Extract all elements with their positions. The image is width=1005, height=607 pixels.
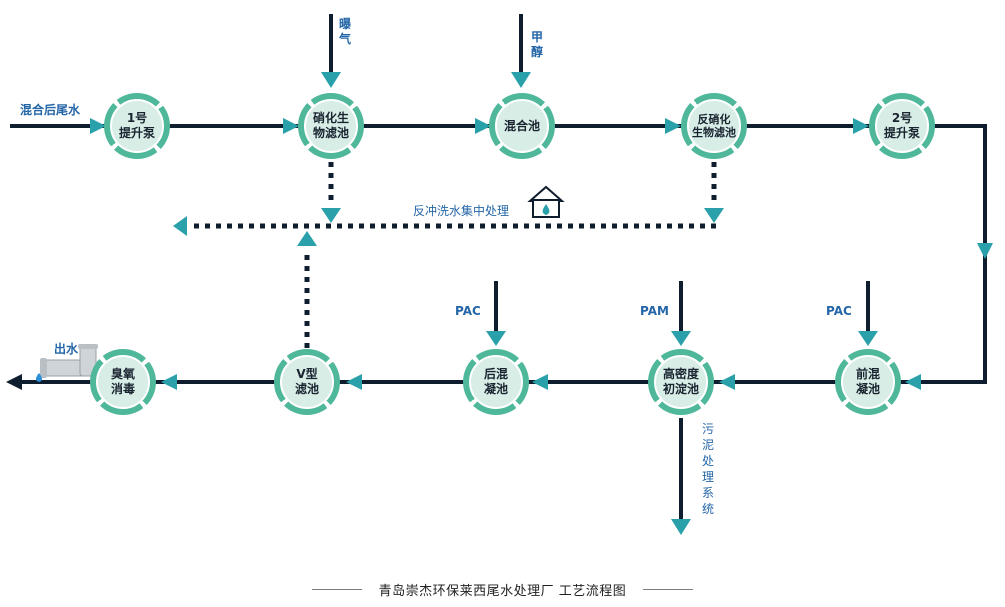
node-v-filter: V型滤池 (274, 349, 340, 415)
node-pump1-line2: 提升泵 (118, 126, 155, 140)
sludge-label: 污泥处理系统 (701, 422, 714, 516)
methanol-label: 甲醇 (530, 30, 543, 59)
node-post-coag-line2: 凝池 (483, 382, 508, 396)
flow-arrow (665, 118, 681, 134)
node-v-filter-line1: V型 (296, 367, 318, 381)
node-nitrify-filter: 硝化生物滤池 (298, 93, 364, 159)
node-pump2-line1: 2号 (891, 111, 913, 125)
flow-arrow (532, 374, 548, 390)
aeration-label: 曝气 (338, 17, 351, 46)
node-ozone-line2: 消毒 (110, 382, 135, 396)
node-pump1-line1: 1号 (126, 111, 148, 125)
inflow-label: 混合后尾水 (20, 103, 81, 117)
node-nitrify-line2: 物滤池 (312, 126, 349, 140)
node-pre-coagulation: 前混凝池 (835, 349, 901, 415)
node-pump1: 1号提升泵 (104, 93, 170, 159)
footer-rule-right (643, 589, 693, 590)
node-ozone-line1: 臭氧 (110, 367, 135, 381)
node-post-coag-line1: 后混 (483, 367, 508, 381)
node-pump2: 2号提升泵 (869, 93, 935, 159)
node-hd-settle-line1: 高密度 (662, 367, 699, 381)
node-pump2-line2: 提升泵 (883, 126, 920, 140)
node-mix-line1: 混合池 (503, 118, 540, 133)
house-drop-icon (527, 185, 565, 218)
flow-arrow (475, 118, 491, 134)
pac-left-label: PAC (455, 304, 481, 318)
node-v-filter-line2: 滤池 (294, 382, 319, 396)
pam-label: PAM (640, 304, 669, 318)
node-ozone-disinfection: 臭氧消毒 (90, 349, 156, 415)
flow-arrow (161, 374, 177, 390)
footer-rule-left (312, 589, 362, 590)
node-denitrify-line2: 生物滤池 (692, 126, 736, 139)
node-post-coagulation: 后混凝池 (463, 349, 529, 415)
outflow-arrow (6, 374, 22, 390)
flow-arrow (853, 118, 869, 134)
backwash-label: 反冲洗水集中处理 (413, 204, 510, 218)
node-denitrify-line1: 反硝化 (697, 113, 731, 126)
flow-arrow (719, 374, 735, 390)
node-pre-coag-line1: 前混 (855, 367, 880, 381)
node-nitrify-line1: 硝化生 (312, 111, 349, 125)
flow-arrow (977, 243, 993, 259)
flow-arrow (283, 118, 299, 134)
node-denitrify-filter: 反硝化生物滤池 (681, 93, 747, 159)
node-mix-tank: 混合池 (489, 93, 555, 159)
flow-arrow (346, 374, 362, 390)
outflow-label: 出水 (54, 342, 79, 356)
node-hd-settle-line2: 初淀池 (662, 382, 699, 396)
flow-arrow (90, 118, 106, 134)
flow-arrow (905, 374, 921, 390)
node-pre-coag-line2: 凝池 (855, 382, 880, 396)
diagram-title: 青岛崇杰环保莱西尾水处理厂 工艺流程图 (378, 584, 627, 599)
pac-right-label: PAC (826, 304, 852, 318)
node-high-density-settler: 高密度初淀池 (648, 349, 714, 415)
